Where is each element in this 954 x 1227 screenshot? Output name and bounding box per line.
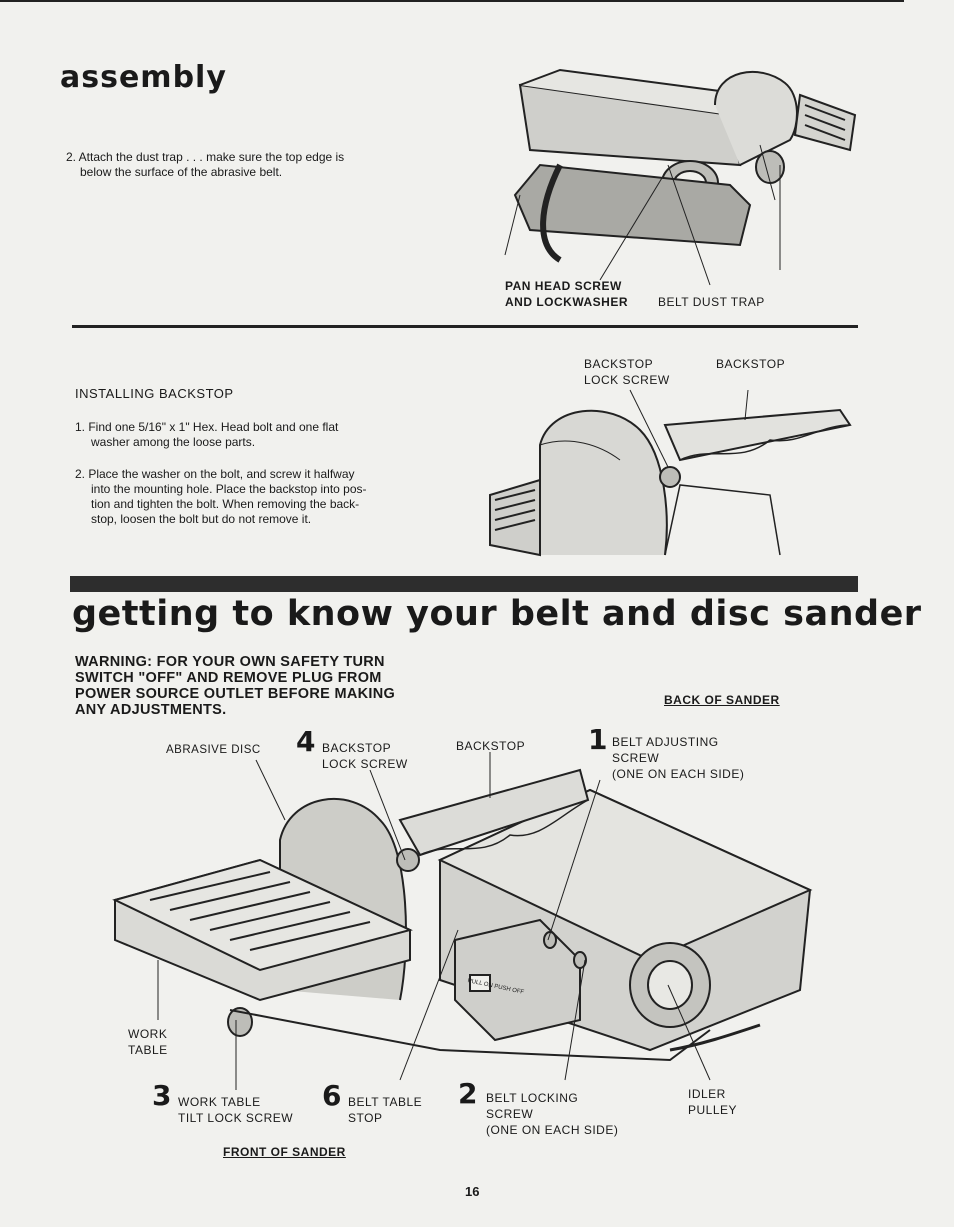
belt-table-stop-line-1: BELT TABLE — [348, 1095, 423, 1109]
belt-locking-line-2: SCREW — [486, 1107, 534, 1121]
assembly-step-2: 2. Attach the dust trap . . . make sure … — [66, 150, 344, 180]
section-divider — [72, 325, 858, 328]
backstop-step-2-line-2: into the mounting hole. Place the backst… — [91, 482, 367, 496]
belt-edge — [540, 163, 563, 263]
main-backstop-lock-screw-line-1: BACKSTOP — [322, 741, 392, 755]
pan-head-screw-label: PAN HEAD SCREW AND LOCKWASHER — [505, 278, 628, 310]
backstop-step-1: 1. Find one 5/16" x 1" Hex. Head bolt an… — [75, 420, 435, 450]
sander-illustration — [112, 768, 813, 1062]
idler-pulley-line-2: PULLEY — [688, 1103, 738, 1117]
safety-warning: WARNING: FOR YOUR OWN SAFETY TURN SWITCH… — [75, 654, 445, 718]
installing-backstop-heading: INSTALLING BACKSTOP — [75, 386, 234, 401]
main-backstop-label: BACKSTOP — [456, 739, 526, 753]
page-number: 16 — [465, 1184, 480, 1199]
backstop-label: BACKSTOP — [716, 357, 786, 371]
assembly-step-2-line-1: 2. Attach the dust trap . . . make sure … — [66, 150, 345, 164]
base-shape — [513, 163, 752, 247]
assembly-heading: assembly — [60, 60, 227, 95]
abrasive-disc-leader — [255, 759, 286, 821]
tilt-lock-screw-label: WORK TABLE TILT LOCK SCREW — [178, 1094, 293, 1126]
belt-adjusting-screw-label: BELT ADJUSTING SCREW (ONE ON EACH SIDE) — [612, 734, 744, 782]
backstop-lock-screw-label-line-2: LOCK SCREW — [584, 373, 670, 387]
belt-locking-line-3: (ONE ON EACH SIDE) — [486, 1123, 619, 1137]
lock-screw-shape — [659, 466, 681, 488]
work-table-label: WORK TABLE — [128, 1026, 168, 1058]
belt-table-stop-label: BELT TABLE STOP — [348, 1094, 422, 1126]
belt-adjusting-leader — [547, 779, 601, 941]
backstop-step-2-line-3: tion and tighten the bolt. When removing… — [91, 497, 360, 511]
switch-box-shape — [454, 918, 581, 1042]
backstop-step-1-line-2: washer among the loose parts. — [91, 435, 256, 449]
switch-shape — [469, 974, 491, 992]
main-backstop-lock-screw-label: BACKSTOP LOCK SCREW — [322, 740, 408, 772]
work-table-line-1: WORK — [128, 1027, 168, 1041]
warning-line-1: WARNING: FOR YOUR OWN SAFETY TURN — [75, 654, 385, 670]
belt-adjusting-line-3: (ONE ON EACH SIDE) — [612, 767, 745, 781]
belt-table-stop-leader — [399, 929, 459, 1081]
pan-head-screw-label-line-1: PAN HEAD SCREW — [505, 279, 622, 293]
belt-adjusting-line-1: BELT ADJUSTING — [612, 735, 719, 749]
backstop-leader — [744, 389, 749, 421]
belt-dust-trap-label: BELT DUST TRAP — [658, 295, 765, 309]
belt-adjusting-line-2: SCREW — [612, 751, 660, 765]
belt-dust-trap-leader — [667, 164, 711, 286]
backstop-lock-screw-label: BACKSTOP LOCK SCREW — [584, 356, 670, 388]
belt-locking-line-1: BELT LOCKING — [486, 1091, 579, 1105]
frame-shape — [664, 484, 781, 556]
backstop-step-2-line-1: 2. Place the washer on the bolt, and scr… — [75, 467, 355, 481]
callout-number-4: 4 — [296, 725, 316, 758]
backstop-illustration — [489, 389, 852, 557]
backstop-step-2: 2. Place the washer on the bolt, and scr… — [75, 467, 435, 527]
abrasive-disc-label: ABRASIVE DISC — [166, 744, 261, 756]
section-bar — [70, 576, 858, 592]
belt-locking-screw-shape — [573, 951, 587, 969]
belt-adjusting-screw-shape — [543, 931, 557, 949]
callout-number-1: 1 — [588, 723, 608, 756]
idler-pulley-line-1: IDLER — [688, 1087, 726, 1101]
tilt-lock-line-2: TILT LOCK SCREW — [178, 1111, 294, 1125]
callout-number-3: 3 — [152, 1079, 172, 1112]
dust-trap-illustration — [504, 68, 857, 286]
backstop-lock-screw-leader — [369, 769, 406, 861]
callout-number-2: 2 — [458, 1077, 478, 1110]
assembly-step-2-line-2: below the surface of the abrasive belt. — [80, 165, 283, 179]
front-of-sander-label: FRONT OF SANDER — [223, 1145, 346, 1159]
callout-number-6: 6 — [322, 1079, 342, 1112]
lock-screw-leader — [629, 389, 669, 468]
warning-line-4: ANY ADJUSTMENTS. — [75, 702, 227, 718]
belt-locking-leader — [564, 959, 586, 1081]
cord-shape — [669, 1023, 761, 1052]
backstop-step-2-line-4: stop, loosen the bolt but do not remove … — [91, 512, 312, 526]
tilt-lock-line-1: WORK TABLE — [178, 1095, 261, 1109]
belt-locking-screw-label: BELT LOCKING SCREW (ONE ON EACH SIDE) — [486, 1090, 618, 1138]
top-rule — [0, 0, 904, 2]
pan-head-screw-label-line-2: AND LOCKWASHER — [505, 295, 628, 309]
work-table-line-2: TABLE — [128, 1043, 168, 1057]
back-of-sander-label: BACK OF SANDER — [664, 693, 780, 707]
idler-pulley-label: IDLER PULLEY — [688, 1086, 737, 1118]
backstop-lock-screw-label-line-1: BACKSTOP — [584, 357, 654, 371]
pan-head-screw-leader — [599, 172, 666, 281]
idler-pulley-leader — [667, 984, 711, 1081]
warning-line-2: SWITCH "OFF" AND REMOVE PLUG FROM — [75, 670, 382, 686]
disc-shape — [539, 409, 668, 556]
tilt-lock-knob-shape — [227, 1007, 253, 1037]
getting-to-know-heading: getting to know your belt and disc sande… — [72, 594, 922, 634]
warning-line-3: POWER SOURCE OUTLET BEFORE MAKING — [75, 686, 396, 702]
backstop-step-1-line-1: 1. Find one 5/16" x 1" Hex. Head bolt an… — [75, 420, 339, 434]
main-backstop-lock-screw-line-2: LOCK SCREW — [322, 757, 408, 771]
belt-table-stop-line-2: STOP — [348, 1111, 383, 1125]
